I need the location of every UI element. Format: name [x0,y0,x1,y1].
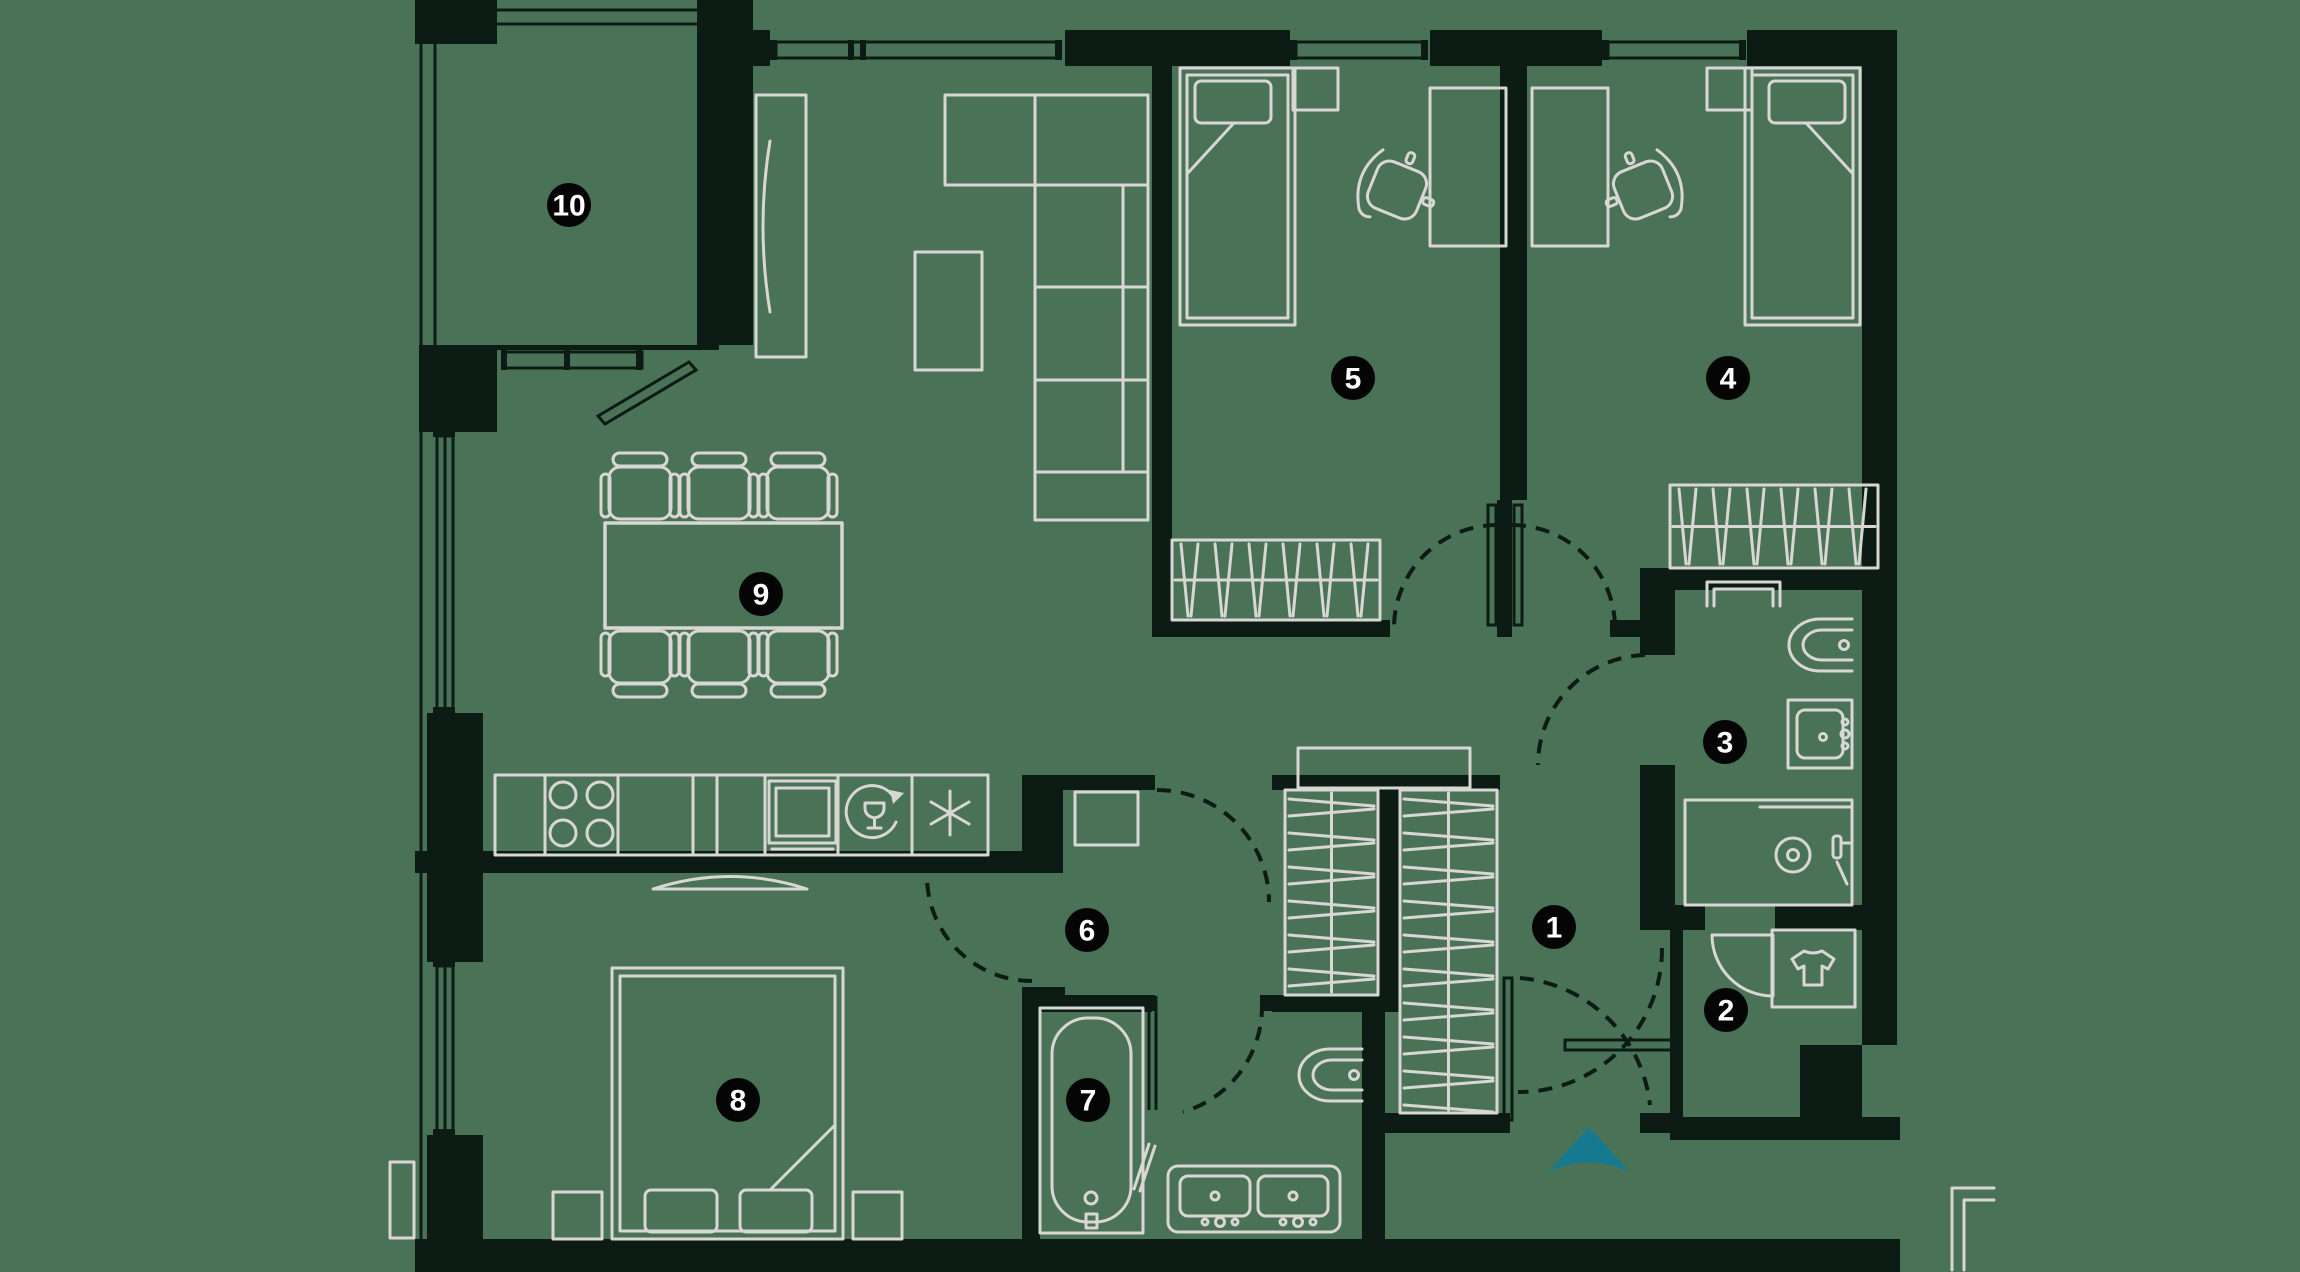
wardrobe-room5 [1170,538,1382,622]
svg-text:10: 10 [552,190,585,223]
room-badge-1: 1 [1532,905,1576,949]
wardrobe-corridor6 [1283,788,1380,997]
window-top-3 [1602,40,1746,60]
closet2-cabinet [1770,928,1857,1009]
door-arc-living-corridor [1156,788,1271,903]
room-badge-4: 4 [1706,356,1750,400]
window-top-1 [770,40,1062,60]
kitchen-counter [493,773,990,857]
door-leaf-room5 [1486,503,1498,627]
kitchen-sink-icon [767,779,838,851]
dishwasher-icon [844,784,904,840]
svg-text:3: 3 [1717,727,1734,760]
coffee-table [913,250,984,372]
svg-text:5: 5 [1345,363,1362,396]
room-badge-5: 5 [1331,356,1375,400]
room-badges-layer: 1 2 3 4 5 6 7 8 9 10 [547,183,1750,1122]
sink-room3-icon [1786,698,1854,770]
svg-text:4: 4 [1720,363,1737,396]
nightstand-room8-left [551,1190,604,1241]
cabinet-corridor6 [1073,790,1140,847]
door-arc-bathroom7 [1182,1002,1265,1114]
double-vanity-icon [1166,1164,1342,1234]
wardrobe-room4 [1668,483,1880,570]
windows-layer [419,8,1746,1239]
room-badge-8: 8 [716,1078,760,1122]
bed-room4 [1743,66,1862,327]
svg-text:8: 8 [730,1085,747,1118]
window-bedroom8-left [433,960,455,1136]
entrance-door-leaf-2 [1563,1038,1674,1052]
room-badge-6: 6 [1065,908,1109,952]
nightstand-room4 [1705,66,1754,112]
nightstand-room8-right [851,1190,904,1241]
svg-text:1: 1 [1546,912,1563,945]
svg-text:6: 6 [1079,915,1096,948]
door-arc-entrance-a [1519,976,1652,1106]
dining-table [603,521,844,630]
toilet-room7-icon [1297,1047,1364,1103]
svg-text:2: 2 [1718,995,1735,1028]
door-arc-room8 [925,875,1033,983]
svg-text:9: 9 [753,579,770,612]
wardrobes-layer [1170,483,1880,1115]
dining-chairs [599,451,839,699]
desk-room4 [1530,86,1610,248]
cabinet-hall [1296,746,1472,790]
room-badge-2: 2 [1704,988,1748,1032]
bed-room8 [610,966,845,1241]
entrance-arrow [1548,1127,1630,1172]
sofa-l-shaped [943,93,1150,522]
dresser-curved [651,875,809,891]
toilet-room3-icon [1787,617,1854,673]
bathroom7-fixtures [1038,996,1364,1235]
adjacent-wall-corner [1950,1186,1996,1272]
balcony-window-door [501,350,699,426]
shower-room3-icon [1683,798,1854,907]
balcony-door-leaf [595,360,699,426]
bed-room5 [1178,66,1297,327]
media-panel [754,93,808,359]
entrance-door-leaf-1 [1502,976,1514,1122]
walls-layer [415,0,1900,1272]
svg-text:7: 7 [1080,1085,1097,1118]
office-chair-room5 [1346,137,1450,240]
door-arc-room5 [1392,523,1498,629]
room-badge-9: 9 [739,572,783,616]
door-leaf-room4 [1512,503,1524,627]
door-arc-room4 [1511,523,1617,629]
window-top-2 [1290,40,1428,60]
door-arc-entrance-b [1517,947,1665,1095]
room-badge-3: 3 [1703,720,1747,764]
bathtub-icon [1038,1006,1145,1235]
room-badge-7: 7 [1066,1078,1110,1122]
room-badge-10: 10 [547,183,591,227]
glass-screen [1147,996,1158,1110]
towel-rail [1132,1142,1157,1193]
towel-shelf [1705,580,1782,608]
furniture-layer [388,66,1996,1272]
t-shirt-icon [1790,949,1836,987]
desk-room5 [1428,86,1508,248]
door-arc-room3 [1536,653,1646,766]
nightstand-room5 [1291,66,1340,112]
bathroom3-fixtures [1683,580,1854,907]
adjacent-shaft [388,1160,416,1240]
freezer-icon [929,789,971,837]
door-arc-closet2 [1710,933,1775,998]
cooktop-icon [548,780,615,848]
wardrobe-hallway1 [1398,788,1499,1115]
window-living-left [433,430,455,714]
doors-layer [925,503,1775,1122]
